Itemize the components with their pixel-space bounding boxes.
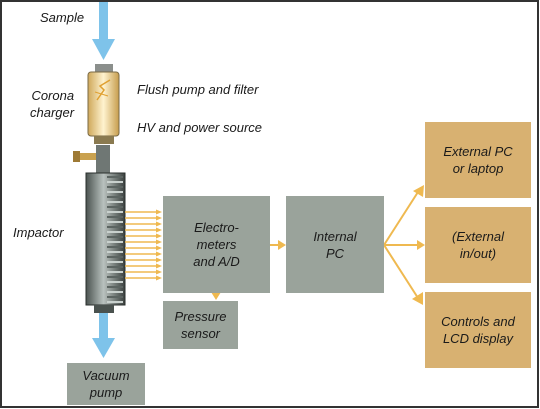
stage-signal-arrowhead: [156, 251, 162, 257]
vacuum-outlet-arrow: [92, 313, 115, 358]
sample-inlet-arrow: [92, 2, 115, 60]
stage-signal-arrowhead: [156, 263, 162, 269]
impactor-stage-ridge: [107, 201, 123, 203]
impactor-stage-ridge: [107, 291, 123, 293]
impactor-stage-ridge: [107, 241, 123, 243]
impactor-stage-ridge: [107, 226, 123, 228]
stage-signal-arrowhead: [156, 215, 162, 221]
corona-charger-device: [87, 64, 120, 144]
stage-signal-arrowhead: [156, 275, 162, 281]
valve-handle: [73, 151, 102, 162]
impactor-stage-ridge: [107, 256, 123, 258]
impactor-label: Impactor: [13, 225, 64, 240]
corona-charger-label: Corona charger: [30, 88, 75, 120]
electrometer-to-pc-arrow: [270, 240, 286, 250]
impactor-stage-ridge: [107, 231, 123, 233]
stage-signal-arrowhead: [156, 227, 162, 233]
stage-signal-arrowhead: [156, 245, 162, 251]
impactor-stages: [107, 176, 123, 303]
impactor-stage-ridge: [107, 266, 123, 268]
external-pc-box: External PC or laptop: [425, 122, 531, 198]
impactor-stage-ridge: [107, 261, 123, 263]
impactor-stage-ridge: [107, 176, 123, 178]
impactor-stage-ridge: [107, 221, 123, 223]
stage-signal-arrowhead: [156, 239, 162, 245]
stage-signal-arrowhead: [156, 257, 162, 263]
impactor-column: [85, 145, 126, 313]
impactor-stage-ridge: [107, 296, 123, 298]
sample-label: Sample: [40, 10, 85, 25]
impactor-stage-ridge: [107, 281, 123, 283]
flush-pump-label: Flush pump and filter: [137, 82, 259, 97]
impactor-stage-ridge: [107, 181, 123, 183]
impactor-stage-ridge: [107, 236, 123, 238]
pc-to-external-pc-arrow: [383, 185, 424, 246]
impactor-stage-ridge: [107, 186, 123, 188]
impactor-stage-ridge: [107, 286, 123, 288]
impactor-stage-ridge: [107, 196, 123, 198]
stage-signal-lines: [125, 209, 162, 281]
vacuum-pump-box: Vacuum pump: [67, 363, 145, 405]
impactor-stage-ridge: [107, 191, 123, 193]
impactor-stage-ridge: [107, 271, 123, 273]
electrometers-box: Electro- meters and A/D: [163, 196, 270, 293]
controls-lcd-box: Controls and LCD display: [425, 292, 531, 368]
stage-signal-arrowhead: [156, 269, 162, 275]
stage-signal-arrowhead: [156, 209, 162, 215]
pressure-sensor-box: Pressure sensor: [163, 301, 238, 349]
stage-signal-arrowhead: [156, 221, 162, 227]
impactor-stage-ridge: [107, 206, 123, 208]
impactor-stage-ridge: [107, 246, 123, 248]
impactor-stage-ridge: [107, 301, 123, 303]
impactor-stage-ridge: [107, 251, 123, 253]
internal-pc-box: Internal PC: [286, 196, 384, 293]
hv-power-label: HV and power source: [137, 120, 263, 135]
impactor-stage-ridge: [107, 216, 123, 218]
pc-to-external-io-arrow: [384, 240, 425, 250]
impactor-stage-ridge: [107, 211, 123, 213]
stage-signal-arrowhead: [156, 233, 162, 239]
impactor-stage-ridge: [107, 276, 123, 278]
external-io-box: (External in/out): [425, 207, 531, 283]
pc-to-controls-arrow: [383, 244, 423, 305]
